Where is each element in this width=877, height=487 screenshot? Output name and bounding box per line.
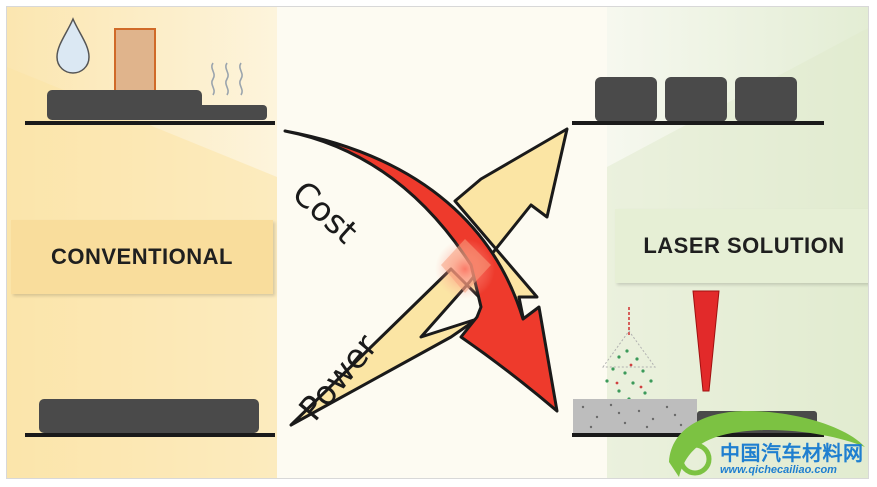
laser-part-top bbox=[665, 77, 727, 122]
conventional-part-top-small bbox=[193, 105, 267, 120]
powder-particles-red bbox=[615, 363, 643, 389]
laser-baseline-top bbox=[572, 121, 824, 125]
conventional-part-top bbox=[47, 90, 202, 120]
coated-part bbox=[573, 399, 697, 433]
laser-solution-label: LASER SOLUTION bbox=[615, 209, 868, 283]
steam-icon bbox=[239, 62, 243, 96]
laser-part-top bbox=[735, 77, 797, 122]
coating-texture bbox=[581, 403, 683, 429]
watermark-logo-icon bbox=[678, 442, 712, 476]
conventional-label: CONVENTIONAL bbox=[11, 220, 273, 294]
steam-icon bbox=[211, 62, 215, 96]
steam-icon bbox=[225, 62, 229, 96]
laser-part-top bbox=[595, 77, 657, 122]
conventional-baseline-top bbox=[25, 121, 275, 125]
water-drop-icon bbox=[56, 17, 90, 74]
laser-beam-icon bbox=[692, 290, 720, 392]
watermark-url: www.qichecailiao.com bbox=[720, 464, 837, 476]
diagram-frame: CONVENTIONAL LASER SOLUTION Cost Power 中… bbox=[6, 6, 869, 479]
watermark-title: 中国汽车材料网 bbox=[720, 443, 864, 465]
watermark: 中国汽车材料网 www.qichecailiao.com bbox=[662, 419, 868, 478]
watermark-swoosh-icon bbox=[669, 411, 865, 477]
conventional-part-bottom bbox=[39, 399, 259, 433]
conventional-baseline-bottom bbox=[25, 433, 275, 437]
arrow-overlap bbox=[441, 239, 491, 293]
cost-arrow bbox=[283, 129, 559, 413]
